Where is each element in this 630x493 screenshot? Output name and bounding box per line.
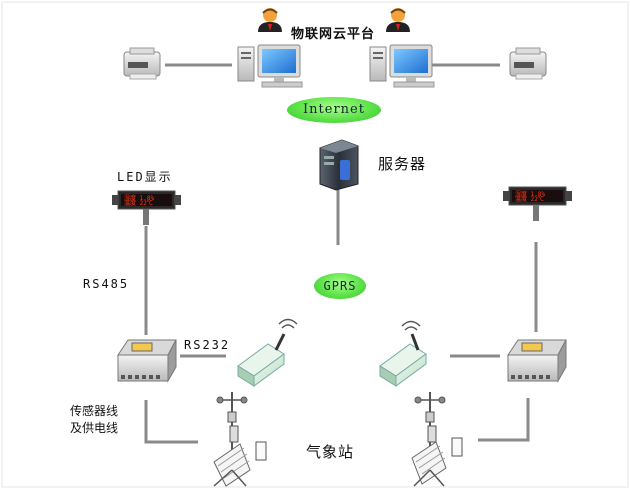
user-icon-left: [258, 8, 282, 32]
platform-title: 物联网云平台: [291, 27, 376, 42]
data-logger-icon-right: [507, 339, 567, 383]
sensor-line-label-1: 传感器线: [70, 404, 119, 418]
led-display-icon-left: 湿度 1.8% 温度 22℃: [112, 190, 181, 225]
led-display-icon-right: 湿度 1.8% 温度 22℃: [503, 186, 572, 221]
computer-icon-right: [369, 44, 435, 88]
rs232-label: RS232: [184, 338, 231, 352]
line-sensor-right: [478, 398, 530, 442]
svg-text:湿度 1.8%: 湿度 1.8%: [124, 194, 154, 202]
svg-text:温度 22℃: 温度 22℃: [124, 199, 153, 207]
gprs-pill: GPRS: [314, 273, 366, 299]
user-icon-right: [386, 8, 410, 32]
gprs-modem-icon-right: [379, 320, 427, 387]
weather-station-icon-left: [213, 392, 267, 487]
server-icon: [319, 139, 359, 191]
server-label: 服务器: [378, 155, 427, 173]
data-logger-icon-left: [117, 339, 177, 383]
rs485-label: RS485: [83, 277, 130, 291]
svg-text:温度 22℃: 温度 22℃: [515, 195, 544, 203]
led-display-label: LED显示: [117, 170, 173, 184]
internet-pill: Internet: [287, 97, 381, 123]
printer-icon-right: [509, 47, 547, 80]
connection-lines: [144, 63, 538, 444]
weather-station-icon-right: [411, 392, 463, 487]
weather-station-label: 气象站: [306, 443, 355, 461]
gprs-modem-icon-left: [237, 318, 298, 387]
sensor-line-label-2: 及供电线: [70, 421, 119, 435]
printer-icon-left: [123, 47, 161, 80]
computer-icon-left: [237, 44, 303, 88]
line-sensor-left: [144, 400, 198, 444]
svg-text:湿度 1.8%: 湿度 1.8%: [515, 190, 545, 198]
